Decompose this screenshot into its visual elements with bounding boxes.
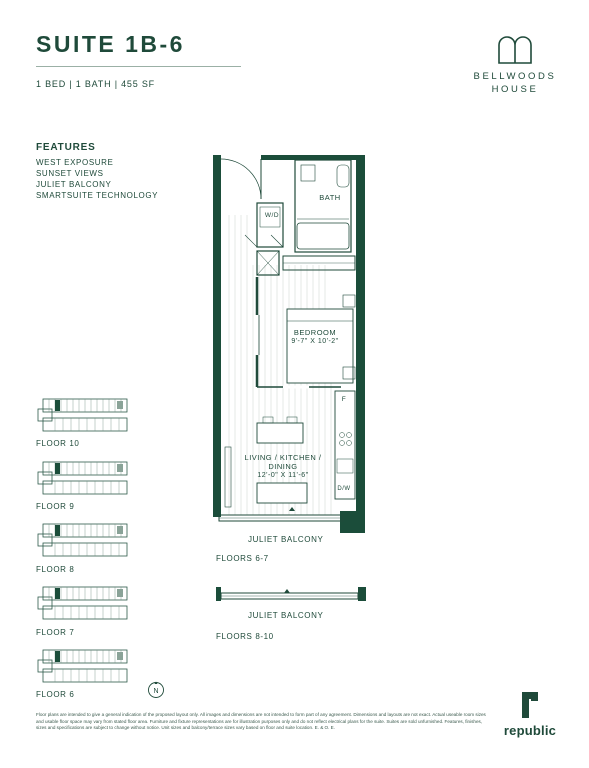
features-list: WEST EXPOSURE SUNSET VIEWS JULIET BALCON… — [36, 157, 158, 201]
keyplan-floor-10 — [37, 398, 128, 432]
keyplan-label: FLOOR 6 — [36, 690, 75, 699]
floors-label: FLOORS 6-7 — [216, 554, 269, 563]
logo-line-2: HOUSE — [491, 84, 539, 95]
juliet-balcony-label-2: JULIET BALCONY — [248, 611, 324, 620]
suite-specs: 1 BED | 1 BATH | 455 SF — [36, 79, 155, 89]
keyplan-floor-7 — [37, 586, 128, 620]
features-heading: FEATURES — [36, 142, 96, 153]
juliet-balcony-label: JULIET BALCONY — [248, 535, 324, 544]
logo-line-1: BELLWOODS — [473, 71, 557, 82]
living-dimensions: 12'-0" X 11'-6" — [257, 472, 309, 479]
balcony-plan-upper-floors — [216, 587, 366, 601]
feature-item: SMARTSUITE TECHNOLOGY — [36, 191, 159, 200]
floors-label-2: FLOORS 8-10 — [216, 632, 274, 641]
title-divider — [36, 66, 241, 67]
bedroom-name: BEDROOM — [293, 328, 337, 337]
floor-plan: BATH W/D BEDROOM 9'-7" X 10'-2" F LIVING… — [213, 155, 373, 535]
compass-label: N — [153, 688, 158, 695]
suite-title: SUITE 1B-6 — [36, 31, 185, 57]
appliance-label-dw: D/W — [337, 486, 351, 492]
feature-item: WEST EXPOSURE — [36, 158, 114, 167]
bellwoods-house-logo: BELLWOODS HOUSE — [448, 36, 582, 96]
keyplan-label: FLOOR 10 — [36, 439, 80, 448]
room-label-wd: W/D — [264, 212, 280, 219]
appliance-label-fridge: F — [341, 396, 347, 403]
keyplan-label: FLOOR 7 — [36, 628, 75, 637]
keyplan-floor-8 — [37, 523, 128, 557]
north-compass-icon: N — [148, 681, 164, 698]
room-label-living: LIVING / KITCHEN / DINING 12'-0" X 11'-6… — [233, 453, 333, 480]
republic-logo: republic — [495, 690, 565, 738]
keyplan-label: FLOOR 8 — [36, 565, 75, 574]
floor-plan-drawing — [213, 155, 365, 533]
living-name: LIVING / KITCHEN / — [244, 453, 322, 462]
keyplan-label: FLOOR 9 — [36, 502, 75, 511]
room-label-bedroom: BEDROOM 9'-7" X 10'-2" — [275, 328, 355, 346]
feature-item: JULIET BALCONY — [36, 180, 112, 189]
republic-wordmark: republic — [503, 723, 557, 738]
keyplan-floor-6 — [37, 649, 128, 683]
bedroom-dimensions: 9'-7" X 10'-2" — [291, 338, 339, 345]
living-name-2: DINING — [268, 462, 298, 471]
legal-disclaimer: Floor plans are intended to give a gener… — [36, 712, 486, 731]
arch-icon — [498, 36, 532, 64]
keyplan-floor-9 — [37, 461, 128, 495]
room-label-bath: BATH — [319, 193, 341, 202]
republic-r-icon — [522, 692, 538, 718]
feature-item: SUNSET VIEWS — [36, 169, 104, 178]
